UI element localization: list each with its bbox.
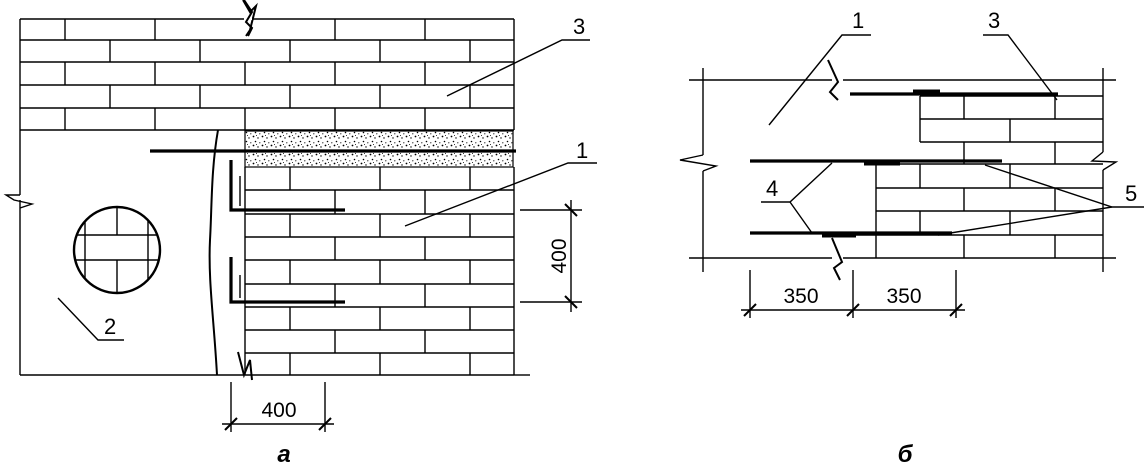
- reinforcement-b: [750, 89, 1058, 238]
- anchor-bars: [229, 160, 345, 304]
- dim-horizontal-label: 400: [261, 399, 296, 422]
- caption-b: б: [898, 441, 914, 464]
- dim-horizontal: 400: [222, 382, 334, 432]
- caption-a: а: [277, 441, 290, 464]
- label-3-b: 3: [988, 8, 1000, 33]
- masonry-b: [850, 95, 1103, 258]
- callouts-a: 3 1 2: [57, 14, 597, 341]
- label-1-b: 1: [852, 8, 864, 33]
- label-4-b: 4: [766, 176, 778, 201]
- mortar-bed: [244, 130, 514, 168]
- dim-vertical: 400: [520, 200, 582, 312]
- label-2-a: 2: [104, 314, 116, 339]
- dim-left-label: 350: [783, 285, 818, 308]
- label-5-b: 5: [1125, 181, 1137, 206]
- top-masonry: [19, 0, 515, 131]
- new-masonry: [244, 167, 530, 376]
- dim-right-label: 350: [886, 285, 921, 308]
- label-3-a: 3: [573, 14, 585, 39]
- dim-b: 350 350: [741, 270, 965, 318]
- wall-outline-b: [679, 59, 1119, 281]
- dim-vertical-label: 400: [548, 238, 571, 273]
- figure-b: 1 3 4 5 350 350 б: [679, 8, 1144, 464]
- label-1-a: 1: [576, 138, 588, 163]
- callouts-b: 1 3 4 5: [761, 8, 1144, 236]
- figure-a: 400 400 3 1 2 а: [3, 0, 597, 464]
- existing-wall: [3, 129, 253, 381]
- pipe-section: [72, 205, 162, 295]
